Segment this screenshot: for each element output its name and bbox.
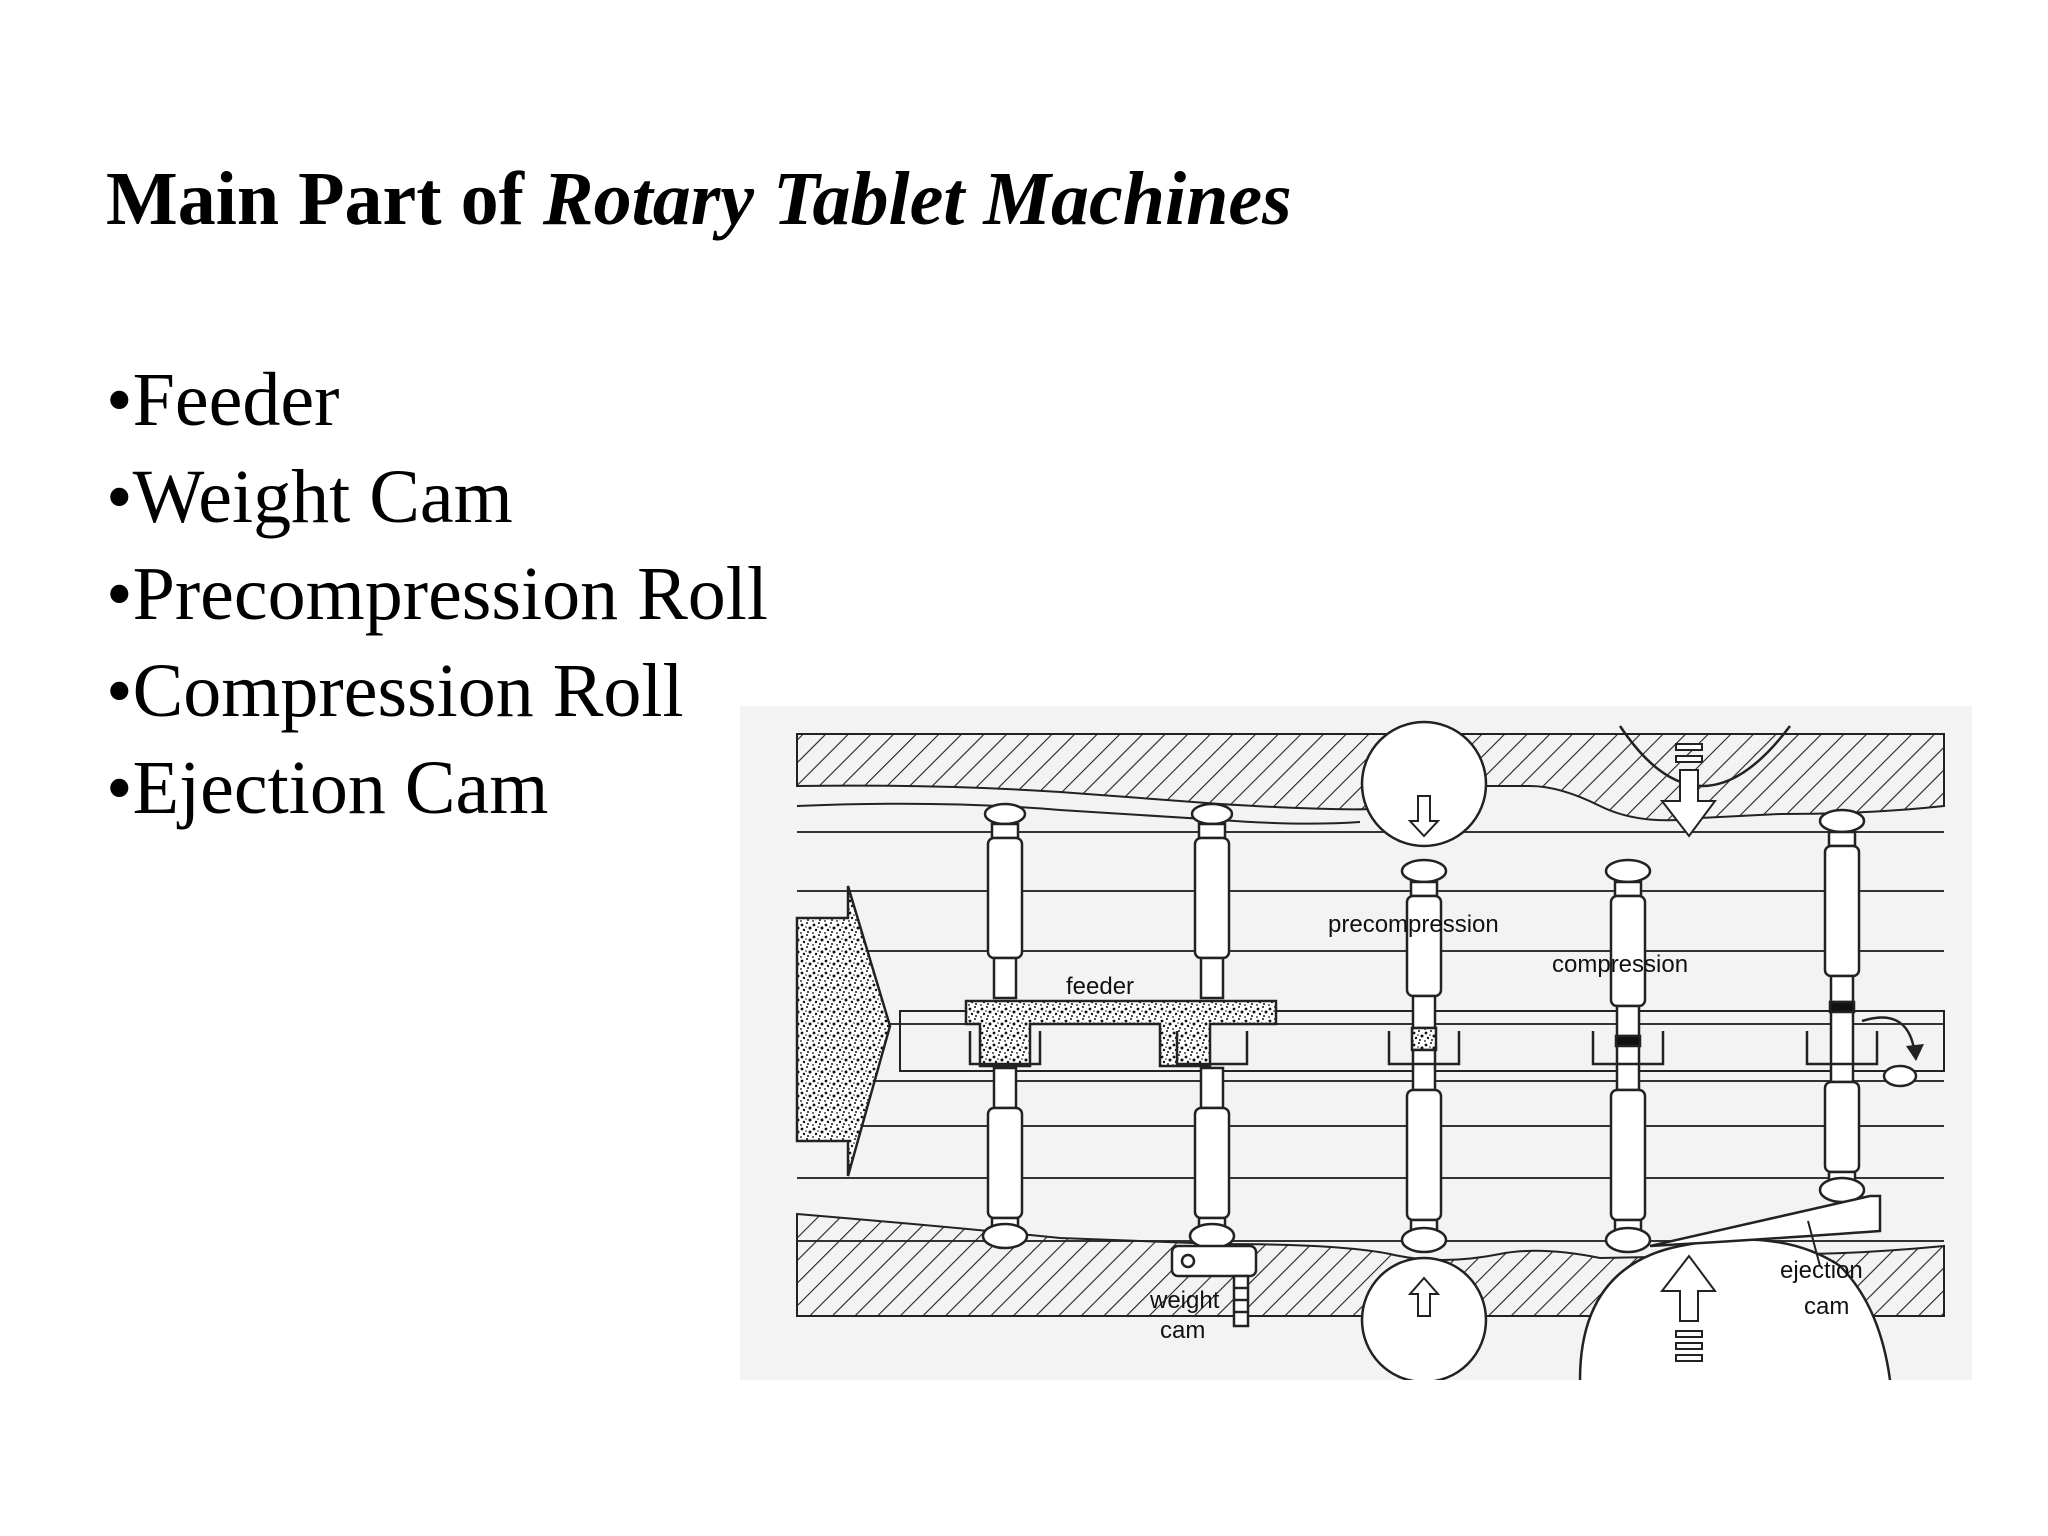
label-ejection-cam: cam [1804,1293,1849,1320]
feeder-frame [964,999,1278,1068]
bullet-ejection-cam: •Ejection Cam [106,746,549,830]
punch-station-2 [1188,802,1236,1250]
feed-hopper-arrow [795,885,892,1177]
compression-arrows [1659,743,1717,1362]
label-weight: weight [1149,1287,1220,1314]
label-compression: compression [1552,951,1688,978]
bullet-precompression-roll: •Precompression Roll [106,552,768,636]
die-pockets [968,1031,1879,1066]
precompression-roll-upper [1360,720,1488,848]
precompression-arrows [1407,795,1441,1317]
arrow-down-icon [1659,769,1717,838]
ejection-cam [1649,1194,1882,1248]
arrow-up-icon [1659,1254,1717,1322]
upper-cam-edge [796,802,1361,825]
label-precompression: precompression [1328,911,1499,938]
bullet-weight-cam: •Weight Cam [106,455,513,539]
weight-cam [1170,1244,1258,1328]
title-plain: Main Part of [106,157,543,241]
bullet-compression-roll: •Compression Roll [106,649,684,733]
parts-list: •Feeder •Weight Cam •Precompression Roll… [106,352,768,837]
title-italic: Rotary Tablet Machines [542,157,1292,241]
compression-roll-upper [1618,725,1791,788]
slide-title: Main Part of Rotary Tablet Machines [106,157,1292,242]
punch-station-3 [1400,858,1448,1254]
precompression-roll-lower [1360,1256,1488,1380]
bullet-feeder: •Feeder [106,358,340,442]
punch-station-1 [981,802,1029,1250]
arrow-down-icon [1407,795,1441,838]
arrow-up-icon [1407,1276,1441,1317]
ejected-tablet [1882,1064,1918,1088]
label-ejection: ejection [1780,1257,1863,1284]
punch-station-5 [1818,808,1866,1204]
rotary-press-diagram: feeder precompression compression weight… [740,706,1972,1380]
label-feeder: feeder [1066,973,1134,1000]
label-weight-cam: cam [1160,1317,1205,1344]
punch-station-4 [1604,858,1652,1254]
